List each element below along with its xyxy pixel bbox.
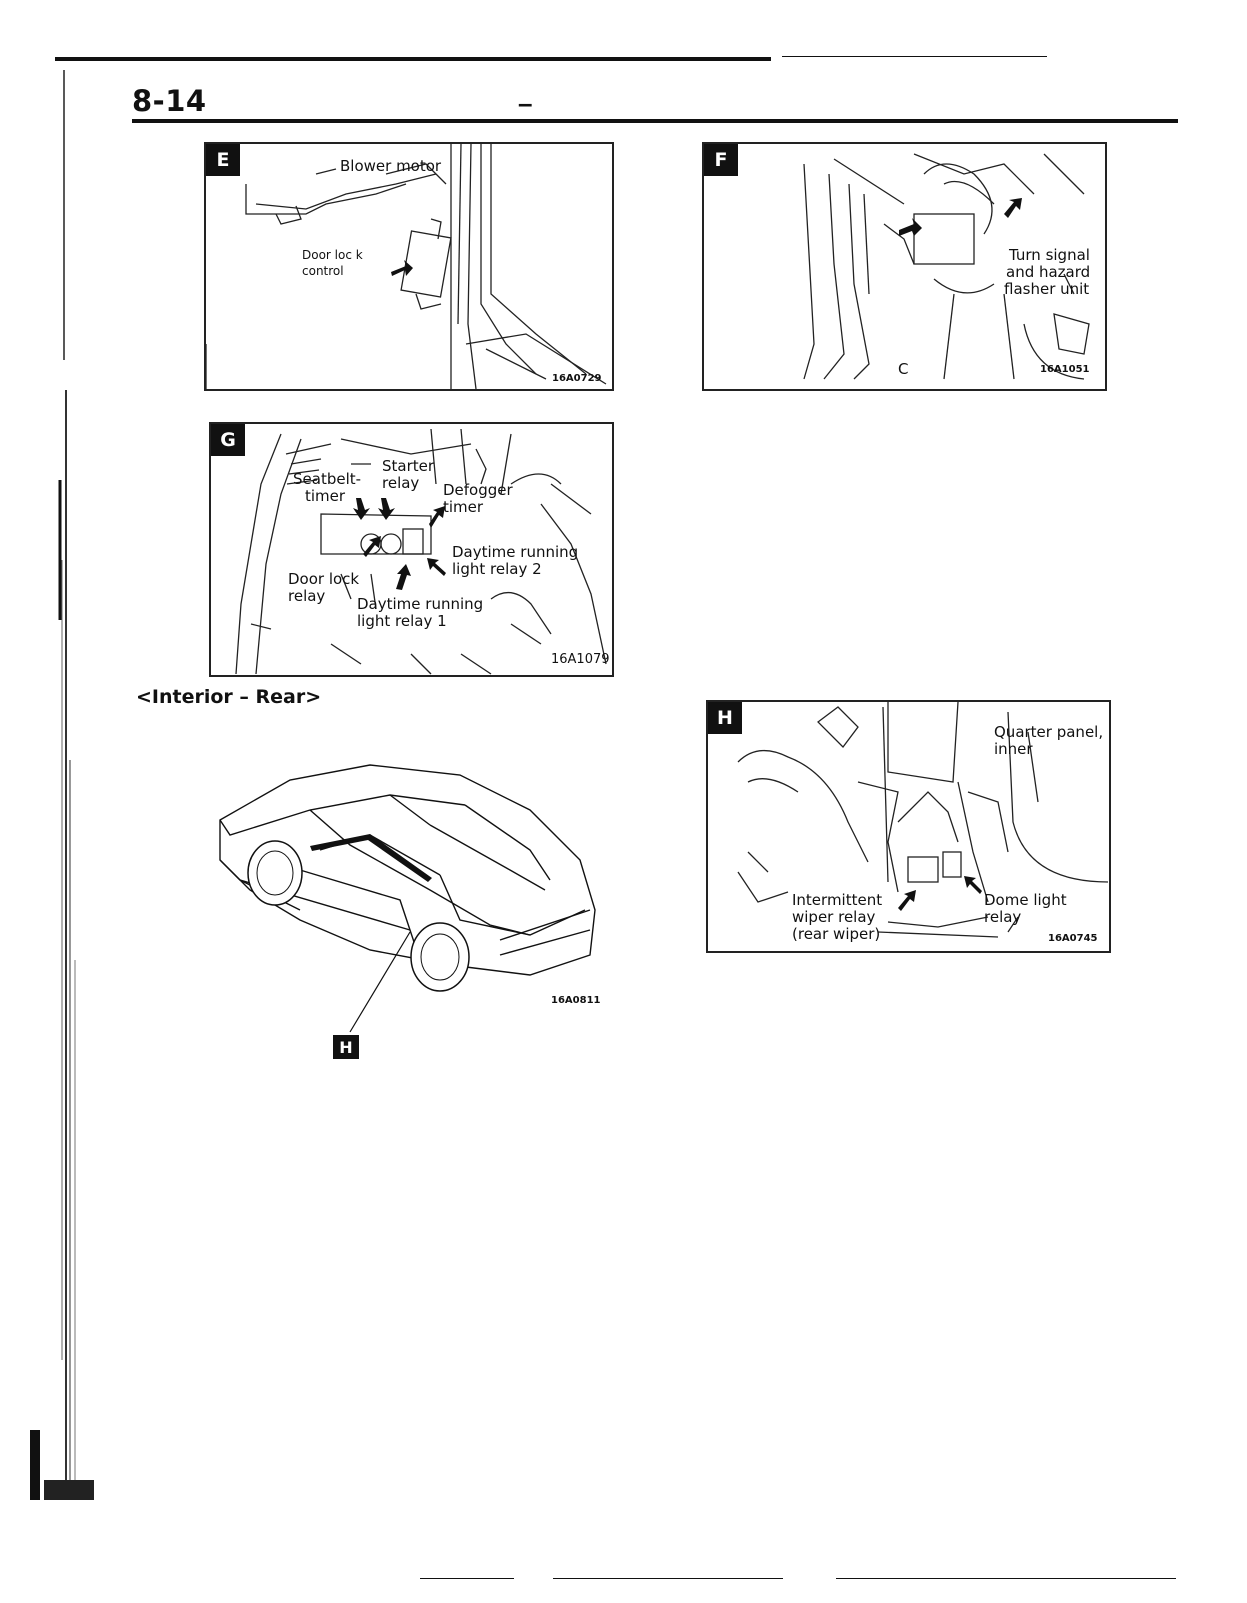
figure-g-tag: G xyxy=(211,424,245,456)
label-turn-signal-2: and hazard xyxy=(1006,263,1091,281)
section-heading: <Interior – Rear> xyxy=(136,686,322,708)
label-defogger-2: timer xyxy=(443,498,484,516)
figure-e-tag: E xyxy=(206,144,240,176)
car-illustration xyxy=(219,764,596,1033)
label-drl1-2: light relay 1 xyxy=(357,612,447,630)
figure-f-code: 16A1051 xyxy=(1040,364,1090,375)
label-turn-signal-1: Turn signal xyxy=(1009,246,1090,264)
car-figure-code: 16A0811 xyxy=(551,995,601,1006)
scan-edge xyxy=(30,70,94,1500)
figure-h-code: 16A0745 xyxy=(1048,933,1098,944)
label-door-lock-1: Door lock xyxy=(288,570,360,588)
figure-h-drawing xyxy=(737,702,1109,938)
label-seatbelt-2: timer xyxy=(305,487,346,505)
label-drl2-2: light relay 2 xyxy=(452,560,542,578)
header-rule-bottom xyxy=(132,119,1178,123)
label-seatbelt-1: Seatbelt- xyxy=(293,470,362,488)
label-quarter-2: inner xyxy=(994,740,1033,758)
figure-e-drawing xyxy=(206,144,607,389)
label-door-lock-control-2: control xyxy=(302,264,344,278)
figure-h: H Quarter panel, inner Intermittent wipe… xyxy=(706,700,1111,953)
label-c-mark: C xyxy=(898,360,909,378)
figure-f-tag: F xyxy=(704,144,738,176)
label-dome-1: Dome light xyxy=(984,891,1067,909)
car-location-marker-h: H xyxy=(333,1035,359,1059)
figure-e-code: 16A0729 xyxy=(552,373,602,384)
figure-g-code: 16A1079 xyxy=(551,652,610,667)
footer-rule-2 xyxy=(553,1578,783,1579)
label-wiper-1: Intermittent xyxy=(792,891,883,909)
figure-f-drawing xyxy=(803,153,1090,380)
label-door-lock-2: relay xyxy=(288,587,326,605)
figure-h-tag: H xyxy=(708,702,742,734)
header-rule-top xyxy=(55,57,771,61)
footer-rule-3 xyxy=(836,1578,1176,1579)
label-blower-motor: Blower motor xyxy=(340,157,442,175)
figure-e: E Blower motor Door loc k control 16A072… xyxy=(204,142,614,391)
figure-g: G Starter relay Seatbelt- timer Defogger… xyxy=(209,422,614,677)
label-quarter-1: Quarter panel, xyxy=(994,723,1104,741)
label-turn-signal-3: flasher unit xyxy=(1004,280,1090,298)
figure-f: F Turn signal and hazard flasher unit C … xyxy=(702,142,1107,391)
label-drl1-1: Daytime running xyxy=(357,595,484,613)
label-starter-1: Starter xyxy=(382,457,435,475)
label-wiper-2: wiper relay xyxy=(792,908,876,926)
label-defogger-1: Defogger xyxy=(443,481,513,499)
label-starter-2: relay xyxy=(382,474,420,492)
page-number: 8-14 xyxy=(132,84,207,118)
footer-rule-1 xyxy=(420,1578,514,1579)
label-door-lock-control-1: Door loc k xyxy=(302,248,363,262)
header-rule-top-thin xyxy=(782,56,1047,57)
label-wiper-3: (rear wiper) xyxy=(792,925,881,943)
title-dash: – xyxy=(518,88,533,118)
label-dome-2: relay xyxy=(984,908,1022,926)
figure-g-drawing xyxy=(235,428,607,675)
label-drl2-1: Daytime running xyxy=(452,543,579,561)
